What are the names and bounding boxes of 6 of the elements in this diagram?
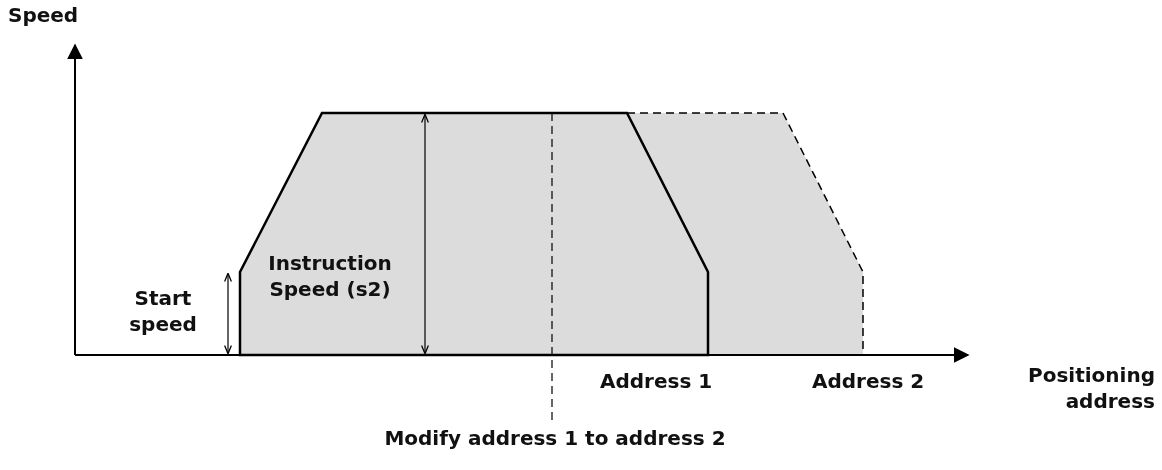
address-label: Address 2 [812,368,926,394]
address-label: Address 1 [600,368,714,394]
speed-label: Start speed [128,285,198,337]
axis-label: Speed [8,2,80,28]
speed-label: Instruction Speed (s2) [267,250,393,302]
axis-label: Positioning address [1027,362,1155,414]
